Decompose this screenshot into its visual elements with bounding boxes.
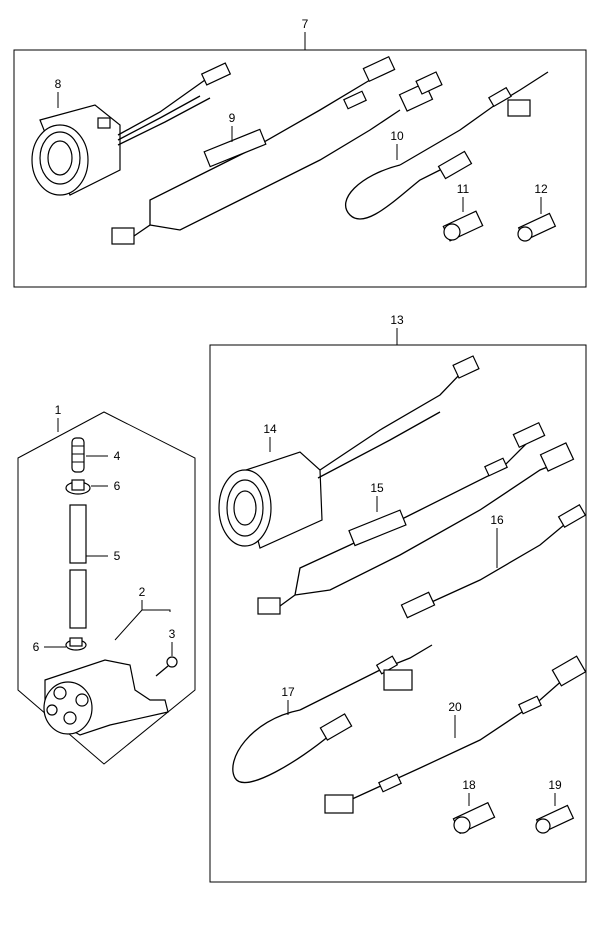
callout-6a: 6 [114,479,121,493]
kit-13-frame [209,344,587,883]
callout-10: 10 [390,129,404,143]
tube-5 [69,504,87,629]
callout-2: 2 [139,585,146,599]
callout-7: 7 [302,17,309,31]
connector-11 [442,210,484,242]
callout-16: 16 [490,513,504,527]
clip-6-lower [65,637,87,651]
kit-7-frame [13,49,587,288]
cable-10 [344,71,549,220]
connector-19 [535,804,575,834]
cable-17 [232,644,433,784]
screw-3 [155,656,178,677]
callout-4: 4 [114,449,121,463]
callout-13: 13 [390,313,404,327]
callout-19: 19 [548,778,562,792]
callout-9: 9 [229,111,236,125]
connector-18 [452,801,496,835]
callout-17: 17 [281,685,295,699]
callout-5: 5 [114,549,121,563]
clip-6-upper [65,479,91,495]
callout-8: 8 [55,77,62,91]
cable-16 [400,503,587,619]
harness-20 [324,655,587,814]
gauge-14 [218,355,480,549]
connector-12 [517,212,557,242]
gauge-8 [31,62,232,196]
callout-11: 11 [457,182,470,196]
callout-12: 12 [534,182,548,196]
callout-3: 3 [169,627,176,641]
callout-15: 15 [370,481,384,495]
callout-1: 1 [55,403,62,417]
callout-18: 18 [462,778,476,792]
harness-15 [257,421,575,615]
callout-14: 14 [263,422,277,436]
nipple-4 [71,437,85,473]
leader-2 [141,600,171,612]
callout-6b: 6 [33,640,40,654]
harness-9 [111,55,443,245]
callout-20: 20 [448,700,462,714]
pickup-2 [43,659,169,736]
kit-1-frame [17,411,196,765]
